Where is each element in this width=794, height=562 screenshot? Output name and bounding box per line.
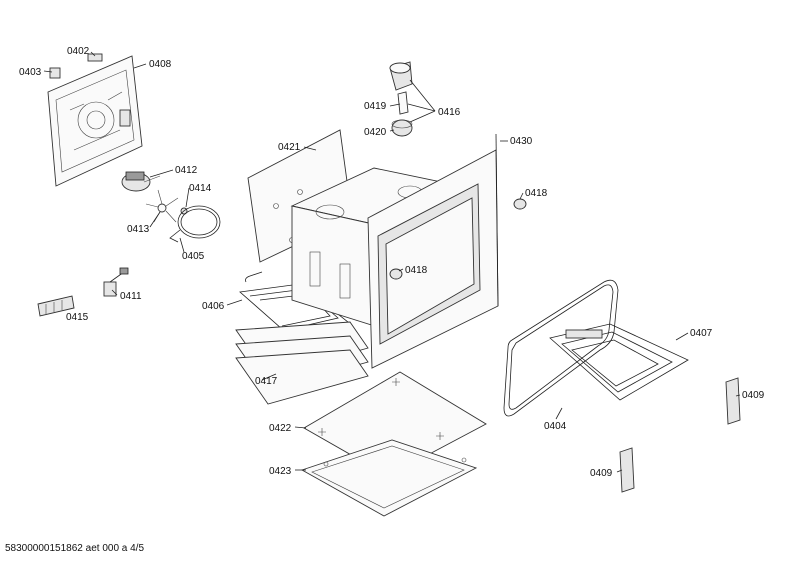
label-0413: 0413 — [127, 224, 150, 235]
label-0430: 0430 — [510, 136, 533, 147]
label-0402: 0402 — [67, 46, 90, 57]
label-0409-bottom: 0409 — [590, 468, 613, 479]
label-0406: 0406 — [202, 301, 225, 312]
label-0416: 0416 — [438, 107, 461, 118]
label-0405: 0405 — [182, 251, 205, 262]
bottom-tray-part — [300, 439, 478, 517]
thermostat-part — [103, 267, 129, 297]
leader-lines — [43, 51, 741, 473]
label-0412: 0412 — [175, 165, 198, 176]
label-0415: 0415 — [66, 312, 89, 323]
ring-element-part — [169, 205, 221, 243]
front-frame-part — [367, 133, 499, 369]
label-0407: 0407 — [690, 328, 713, 339]
fan-motor-part — [121, 171, 161, 192]
label-0414: 0414 — [189, 183, 212, 194]
connector-part — [49, 53, 103, 79]
label-0409-right: 0409 — [742, 390, 765, 401]
fan-wheel-part — [145, 189, 179, 223]
insulation-part — [235, 321, 369, 405]
label-0420: 0420 — [364, 127, 387, 138]
label-0418-cavity: 0418 — [405, 265, 428, 276]
lamp-assembly-part — [389, 61, 413, 137]
label-0418-right: 0418 — [525, 188, 548, 199]
label-0411: 0411 — [120, 291, 142, 302]
label-0404: 0404 — [544, 421, 567, 432]
document-reference: 58300000151862 aet 000 a 4/5 — [5, 543, 145, 554]
terminal-block-part — [37, 295, 75, 317]
grill-frame-part — [503, 279, 619, 417]
label-0423: 0423 — [269, 466, 292, 477]
label-0419: 0419 — [364, 101, 387, 112]
label-0422: 0422 — [269, 423, 292, 434]
label-0403: 0403 — [19, 67, 42, 78]
grill-element-part — [549, 323, 689, 401]
back-panel-part — [47, 55, 143, 187]
label-0417: 0417 — [255, 376, 278, 387]
label-0408: 0408 — [149, 59, 172, 70]
label-0421: 0421 — [278, 142, 301, 153]
hinge-part — [619, 377, 741, 493]
